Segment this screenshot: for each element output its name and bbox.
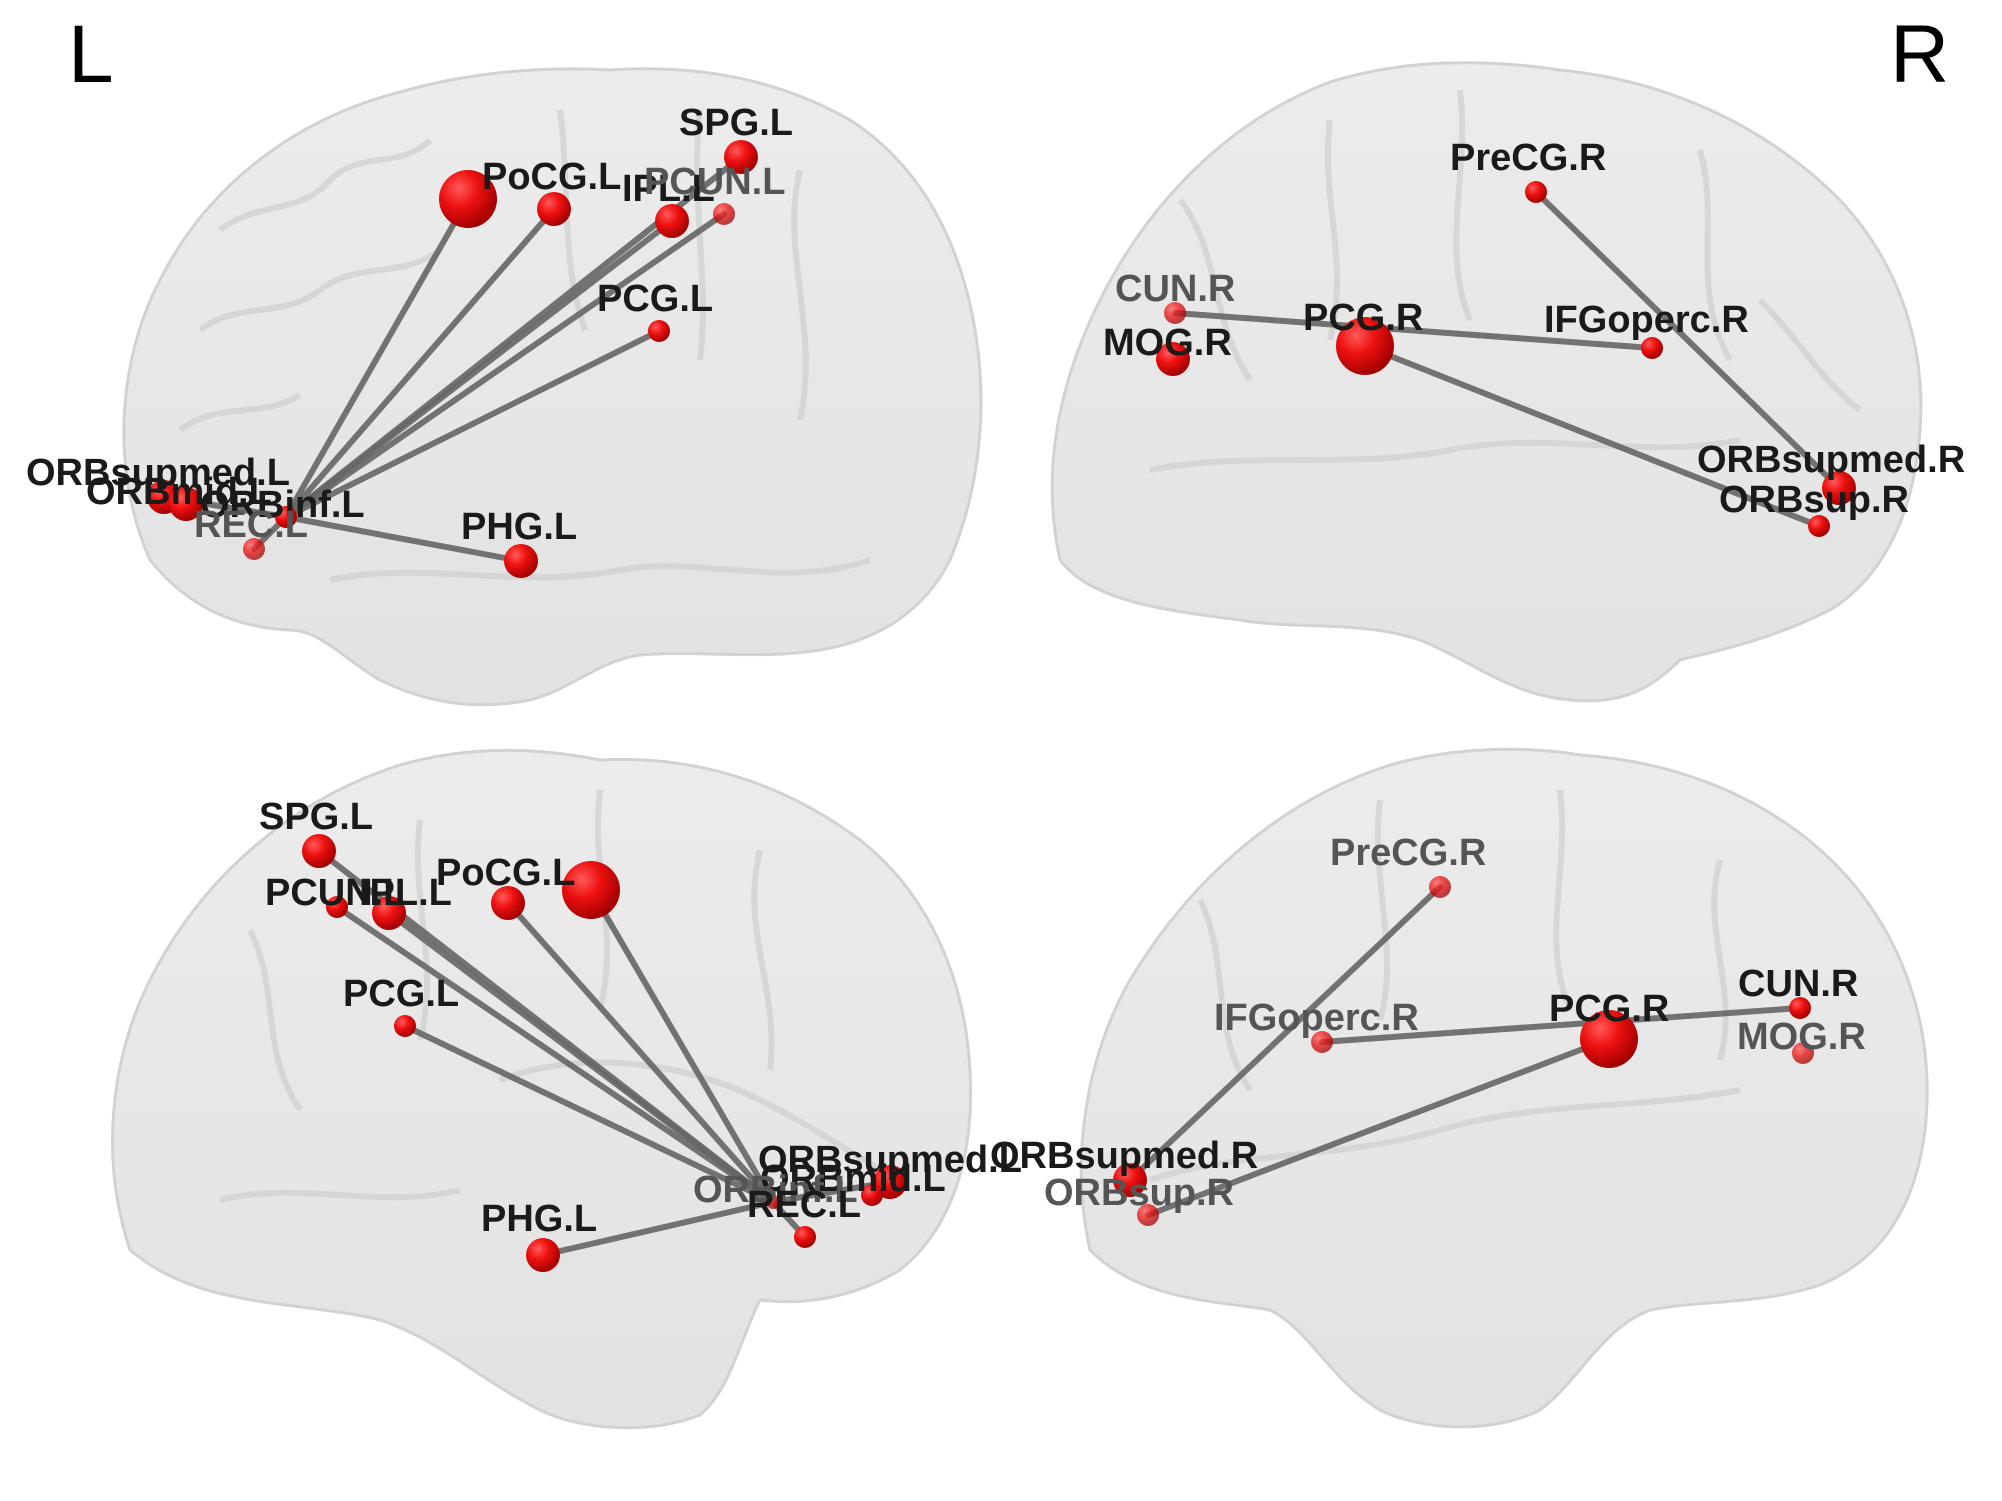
node-label-right-lateral-PreCG.R: PreCG.R	[1450, 137, 1606, 179]
node-label-left-medial-REC.L: REC.L	[747, 1184, 861, 1226]
node-left-medial-SPG.L	[302, 834, 336, 868]
node-label-left-medial-SPG.L: SPG.L	[259, 796, 373, 838]
edge-right-medial-PreCG.R-ORBsupmed.R	[1127, 884, 1443, 1183]
node-left-medial-PCUN.L	[326, 896, 348, 918]
node-left-lateral-ORBmid.L	[169, 487, 203, 521]
node-label-right-lateral-CUN.R: CUN.R	[1115, 268, 1235, 310]
edge-left-lateral-ORBinf.L-PCUN.L	[283, 211, 727, 520]
node-label-right-lateral-IFGoperc.R: IFGoperc.R	[1544, 299, 1749, 341]
node-left-medial-ORBmid.L	[861, 1184, 883, 1206]
node-left-medial-IPL.L	[372, 896, 406, 930]
edge-right-medial-PCG.R-ORBsup.R	[1145, 1036, 1612, 1218]
node-label-right-lateral-PCG.R: PCG.R	[1303, 297, 1423, 339]
node-label-left-lateral-REC.L: REC.L	[194, 504, 308, 546]
node-label-left-medial-ORBmid.L: ORBmid.L	[760, 1158, 946, 1200]
edge-right-lateral-CUN.R-IFGoperc.R	[1172, 310, 1655, 351]
node-label-left-medial-PHG.L: PHG.L	[481, 1198, 597, 1240]
edge-right-lateral-PreCG.R-ORBsupmed.R	[1533, 189, 1842, 491]
edge-left-lateral-ORBinf.L-PoCG.L	[283, 206, 557, 520]
node-left-medial-unlabeled-large	[562, 861, 620, 919]
edge-left-lateral-ORBinf.L-PCG.L	[283, 328, 662, 520]
hemisphere-label-right: R	[1890, 9, 1949, 100]
node-label-left-medial-PCUN.L: PCUN.L	[265, 872, 406, 914]
node-right-medial-ORBsupmed.R	[1113, 1163, 1147, 1197]
node-label-left-lateral-ORBinf.L: ORBinf.L	[200, 484, 365, 526]
node-left-medial-REC.L	[794, 1226, 816, 1248]
node-label-left-lateral-ORBmid.L: ORBmid.L	[86, 471, 272, 513]
node-label-left-lateral-PHG.L: PHG.L	[461, 506, 577, 548]
edge-left-lateral-ORBinf.L-unlabeled-large	[283, 196, 471, 520]
node-right-medial-IFGoperc.R	[1311, 1031, 1333, 1053]
edge-left-lateral-ORBinf.L-PHG.L	[283, 514, 524, 564]
node-label-left-lateral-PoCG.L: PoCG.L	[482, 156, 621, 198]
node-label-left-medial-ORBsupmed.L: ORBsupmed.L	[758, 1139, 1022, 1181]
node-right-lateral-ORBsupmed.R	[1822, 471, 1856, 505]
edge-right-lateral-PCG.R-ORBsup.R	[1362, 343, 1822, 529]
node-left-lateral-SPG.L	[724, 140, 758, 174]
node-label-right-medial-ORBsupmed.R: ORBsupmed.R	[990, 1135, 1258, 1177]
node-right-lateral-PreCG.R	[1525, 181, 1547, 203]
node-label-right-lateral-MOG.R: MOG.R	[1103, 322, 1232, 364]
node-left-lateral-REC.L	[243, 538, 265, 560]
node-label-right-medial-MOG.R: MOG.R	[1737, 1016, 1866, 1058]
node-left-lateral-PCUN.L	[713, 203, 735, 225]
node-left-lateral-PCG.L	[648, 320, 670, 342]
nodes-layer	[147, 140, 1856, 1272]
node-left-medial-PCG.L	[394, 1015, 416, 1037]
node-label-left-medial-ORBinf.L: ORBinf.L	[693, 1169, 858, 1211]
edge-left-medial-ORBinf.L-unlabeled-large	[588, 887, 776, 1205]
node-left-medial-PoCG.L	[491, 886, 525, 920]
edge-right-medial-IFGoperc.R-CUN.R	[1319, 1005, 1803, 1045]
node-label-right-lateral-ORBsup.R: ORBsup.R	[1719, 479, 1909, 521]
node-label-left-lateral-PCG.L: PCG.L	[597, 278, 713, 320]
node-label-right-medial-CUN.R: CUN.R	[1738, 963, 1858, 1005]
node-label-left-lateral-SPG.L: SPG.L	[679, 102, 793, 144]
node-right-lateral-CUN.R	[1164, 302, 1186, 324]
node-label-left-lateral-ORBsupmed.L: ORBsupmed.L	[26, 452, 290, 494]
node-label-left-lateral-PCUN.L: PCUN.L	[644, 161, 785, 203]
node-right-lateral-IFGoperc.R	[1641, 337, 1663, 359]
edge-left-medial-ORBinf.L-PoCG.L	[505, 900, 776, 1205]
edges-layer	[161, 154, 1842, 1258]
brain-surfaces	[111, 61, 1929, 1430]
node-left-lateral-PHG.L	[504, 544, 538, 578]
node-left-lateral-unlabeled-large	[439, 170, 497, 228]
node-label-right-medial-PCG.R: PCG.R	[1549, 988, 1669, 1030]
node-left-medial-PHG.L	[526, 1238, 560, 1272]
node-label-left-medial-PCG.L: PCG.L	[343, 973, 459, 1015]
brain-surface-right-medial	[1079, 747, 1929, 1429]
edge-left-medial-ORBinf.L-PCG.L	[402, 1023, 776, 1205]
node-right-medial-PCG.R	[1580, 1010, 1638, 1068]
node-label-left-medial-IPL.L: IPL.L	[359, 872, 452, 914]
node-label-right-medial-ORBsup.R: ORBsup.R	[1044, 1172, 1234, 1214]
node-right-medial-MOG.R	[1792, 1042, 1814, 1064]
brain-surface-right-lateral	[1050, 61, 1923, 703]
node-label-right-medial-IFGoperc.R: IFGoperc.R	[1214, 997, 1419, 1039]
node-right-lateral-PCG.R	[1336, 317, 1394, 375]
node-left-medial-ORBinf.L	[766, 1195, 780, 1209]
node-label-left-medial-PoCG.L: PoCG.L	[436, 852, 575, 894]
edge-left-medial-ORBinf.L-IPL.L	[386, 910, 776, 1205]
edge-left-medial-ORBinf.L-PHG.L	[540, 1199, 776, 1258]
node-label-right-lateral-ORBsupmed.R: ORBsupmed.R	[1697, 439, 1965, 481]
node-right-medial-PreCG.R	[1429, 876, 1451, 898]
node-right-lateral-MOG.R	[1156, 342, 1190, 376]
node-left-lateral-IPL.L	[655, 204, 689, 238]
node-right-lateral-ORBsup.R	[1808, 515, 1830, 537]
node-left-lateral-PoCG.L	[537, 192, 571, 226]
node-right-medial-ORBsup.R	[1137, 1204, 1159, 1226]
node-label-left-lateral-IPL.L: IPL.L	[622, 168, 715, 210]
hemisphere-label-left: L	[68, 9, 114, 100]
edge-left-medial-ORBinf.L-PCUN.L	[334, 904, 776, 1205]
node-label-right-medial-PreCG.R: PreCG.R	[1330, 832, 1486, 874]
node-left-lateral-ORBinf.L	[275, 506, 297, 528]
node-right-medial-CUN.R	[1789, 997, 1811, 1019]
